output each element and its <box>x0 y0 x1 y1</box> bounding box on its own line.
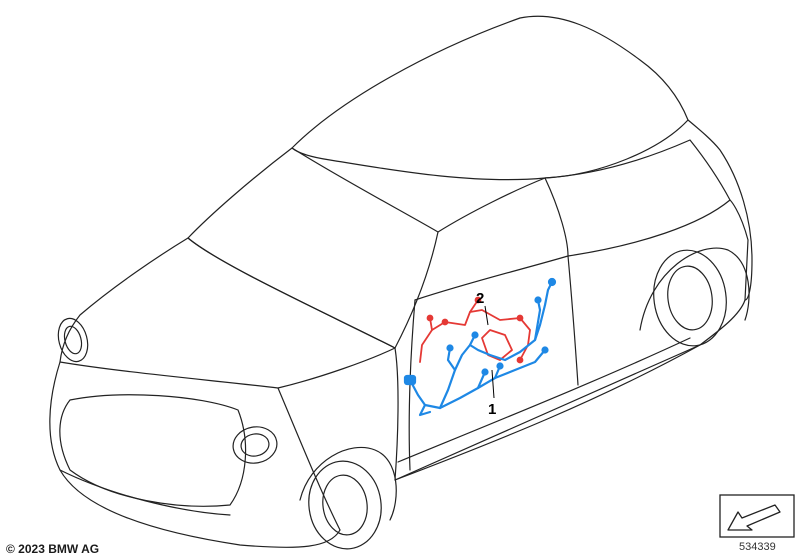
navigation-arrow-icon <box>719 494 795 538</box>
callout-1: 1 <box>488 369 496 418</box>
callout-label-2: 2 <box>476 290 484 307</box>
harness-2 <box>419 296 531 364</box>
car-outline-icon <box>49 15 753 550</box>
diagram-number: 534339 <box>739 541 776 553</box>
harness-1 <box>403 277 557 417</box>
copyright-text: © 2023 BMW AG <box>6 542 100 556</box>
callout-label-1: 1 <box>488 401 496 418</box>
callout-2: 2 <box>476 290 489 326</box>
